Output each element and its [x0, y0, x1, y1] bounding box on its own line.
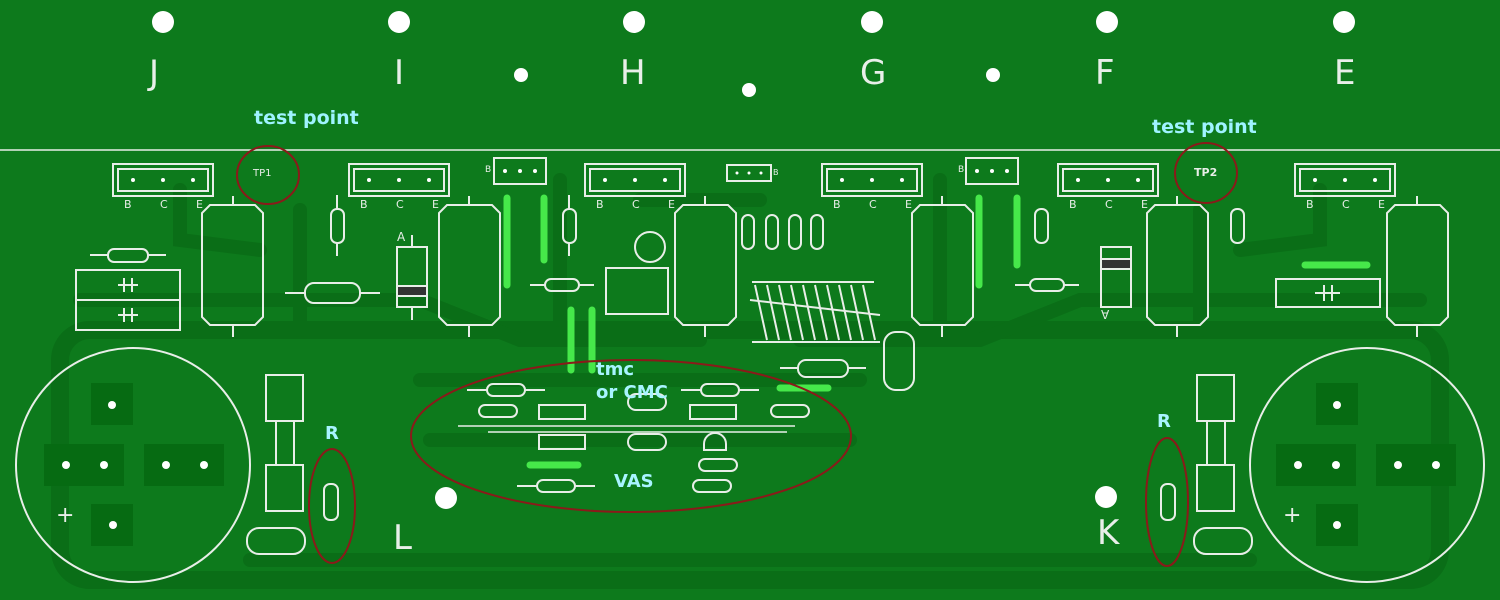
label-g: G	[860, 53, 887, 93]
pin-label-b-6: B	[1306, 198, 1314, 211]
vas-rails	[458, 425, 795, 433]
capacitor-pins	[62, 401, 1440, 529]
r-mark-right: R	[1157, 411, 1171, 432]
pin-label-e-5: E	[1141, 198, 1148, 211]
pin-label-c-6: C	[1342, 198, 1350, 211]
pin-label-c-4: C	[869, 198, 877, 211]
label-e: E	[1334, 53, 1356, 93]
cap-plus-left: +	[56, 503, 75, 528]
pin-label-e-2: E	[432, 198, 439, 211]
pin-label-c-5: C	[1105, 198, 1113, 211]
vas-cmc-label: or CMC	[596, 382, 668, 403]
vas-label: VAS	[614, 471, 654, 492]
test-point-label-right: test point	[1152, 116, 1257, 138]
label-j: J	[149, 53, 160, 93]
pin-label-c-1: C	[160, 198, 168, 211]
capacitor-outlines	[75, 231, 1381, 451]
pin-label-c-2: C	[396, 198, 404, 211]
pin-label-b-5: B	[1069, 198, 1077, 211]
pin-label-c-3: C	[632, 198, 640, 211]
bridge-pads	[246, 331, 1253, 555]
transistor-headers	[112, 157, 1396, 197]
tp1-label: TP1	[253, 168, 272, 179]
label-k: K	[1097, 513, 1120, 553]
annotation-circles	[236, 142, 1238, 567]
vas-tmc-label: tmc	[596, 359, 635, 380]
diode-mark-left: A	[397, 230, 406, 244]
r-mark-left: R	[325, 423, 339, 444]
pin-label-e-3: E	[668, 198, 675, 211]
pin-label-b-4: B	[833, 198, 841, 211]
pin-b-small: B	[773, 168, 779, 177]
header-pins	[131, 169, 1377, 182]
label-f: F	[1095, 53, 1115, 93]
power-device-outlines	[201, 196, 1449, 337]
pin-label-e-4: E	[905, 198, 912, 211]
cap-plus-right: +	[1283, 503, 1302, 528]
label-h: H	[620, 53, 646, 93]
pin-label-b-3: B	[596, 198, 604, 211]
pin-label-b-2: B	[360, 198, 368, 211]
label-i: I	[394, 53, 405, 93]
pin-label-e-1: E	[196, 198, 203, 211]
pin-b-right-driver: B	[958, 165, 965, 175]
pin-label-e-6: E	[1378, 198, 1385, 211]
pin-b-left-driver: B	[485, 165, 492, 175]
tp2-label: TP2	[1194, 166, 1218, 179]
test-point-label-left: test point	[254, 107, 359, 129]
label-l: L	[393, 518, 412, 558]
top-mounting-holes	[152, 11, 1355, 509]
diode-mark-right: A	[1101, 307, 1110, 321]
jumper-wires	[503, 194, 1371, 469]
diodes	[396, 235, 1132, 320]
resistors	[90, 195, 1245, 521]
inductor-coil	[749, 281, 881, 343]
fuse-holders	[265, 374, 1235, 512]
pin-label-b-1: B	[124, 198, 132, 211]
